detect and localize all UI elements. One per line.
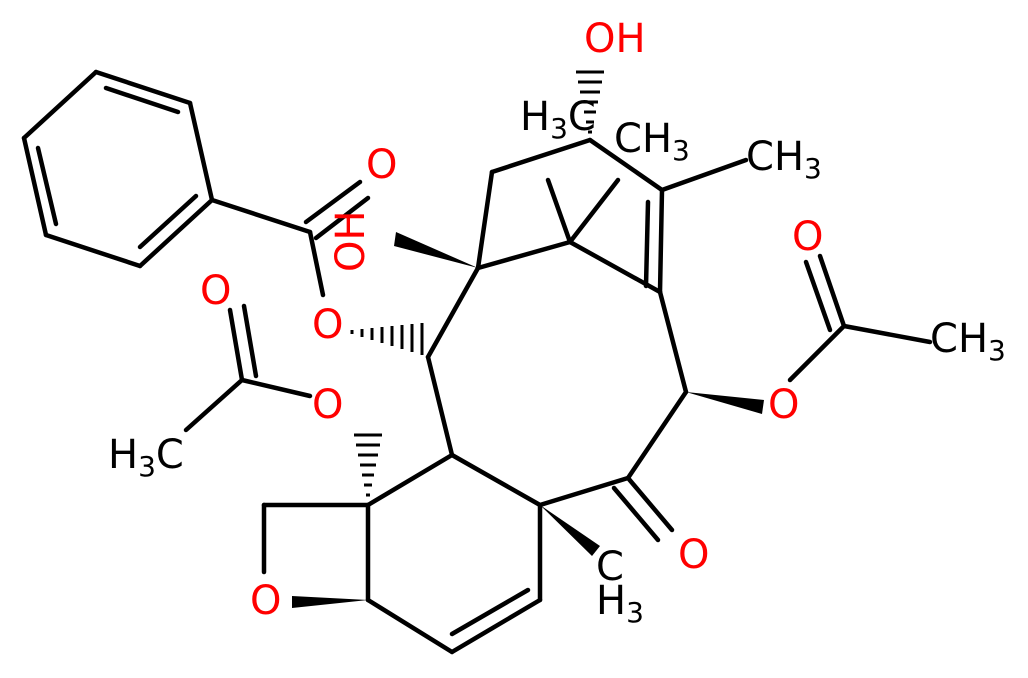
- oxetane-ether-o: O: [250, 578, 281, 624]
- atom-labels: OH OH O O O O O O O O H3C CH3 CH3 H3C CH…: [108, 16, 1006, 629]
- hashed-bond-oac: [354, 433, 382, 497]
- methyl-label-right-alkene: CH3: [746, 134, 822, 185]
- acetate-left-ester-o: O: [312, 382, 343, 428]
- benzoyl-ester: [209, 179, 424, 355]
- benzoyl-ester-o: O: [312, 302, 343, 348]
- methyl-label-gem-2: CH3: [614, 116, 690, 167]
- acetate-right: [787, 253, 933, 383]
- benzoyl-carbonyl-o: O: [366, 142, 397, 188]
- wedge-bonds: [292, 232, 764, 608]
- hydroxyl-label-left: OH: [328, 210, 374, 272]
- methyl-label-gem-1: H3C: [520, 94, 596, 145]
- hashed-bond-oh: [576, 70, 604, 134]
- core-skeleton: [261, 137, 749, 655]
- methyl-label-bottom-h: H3: [596, 578, 644, 629]
- hydroxyl-label-top: OH: [584, 16, 646, 62]
- acetate-left-carbonyl-o: O: [200, 268, 231, 314]
- methyl-label-left: H3C: [108, 432, 184, 483]
- acetate-left: [183, 303, 313, 433]
- methyl-label-right-acetate: CH3: [930, 316, 1006, 367]
- acetate-right-ester-o: O: [768, 382, 799, 428]
- acetate-right-carbonyl-o: O: [792, 214, 823, 260]
- benzene-ring: [21, 69, 215, 269]
- hashed-bond: [350, 323, 424, 355]
- methyl-label-bottom-c: C: [596, 544, 624, 590]
- ketone-o: O: [678, 532, 709, 578]
